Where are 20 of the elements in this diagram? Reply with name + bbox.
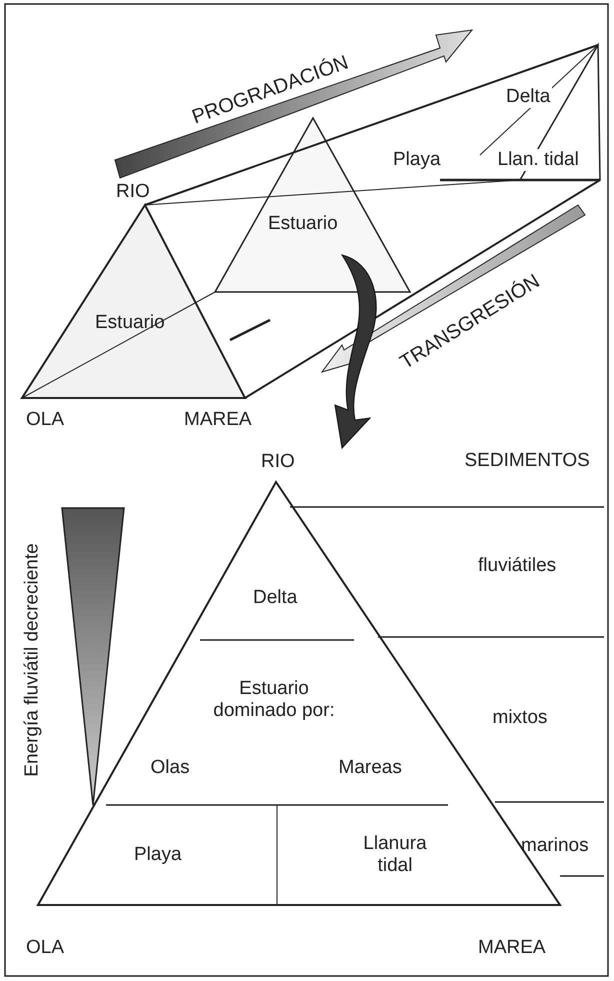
vertex-label: OLA	[26, 409, 64, 431]
column-heading: SEDIMENTOS	[464, 450, 590, 472]
sediment-label: fluviátiles	[478, 555, 556, 577]
region-label: Llanura tidal	[362, 833, 428, 877]
vertex-label: MAREA	[184, 409, 252, 431]
region-label: Playa	[393, 149, 441, 171]
vertex-label: MAREA	[478, 937, 546, 959]
region-label: Estuario dominado por:	[212, 678, 336, 722]
sediment-label: mixtos	[492, 707, 548, 729]
vertex-label: OLA	[26, 937, 64, 959]
axis-label: Energía fluviátil decreciente	[21, 543, 44, 777]
vertex-label: RIO	[116, 181, 150, 203]
region-label: Estuario	[268, 213, 338, 235]
vertex-label: RIO	[261, 451, 295, 473]
region-label: Delta	[253, 587, 298, 609]
region-label: Mareas	[338, 757, 402, 779]
region-label: Estuario	[95, 312, 165, 334]
region-label: Playa	[134, 844, 182, 866]
sediment-label: marinos	[521, 835, 589, 857]
region-label: Olas	[150, 757, 190, 779]
